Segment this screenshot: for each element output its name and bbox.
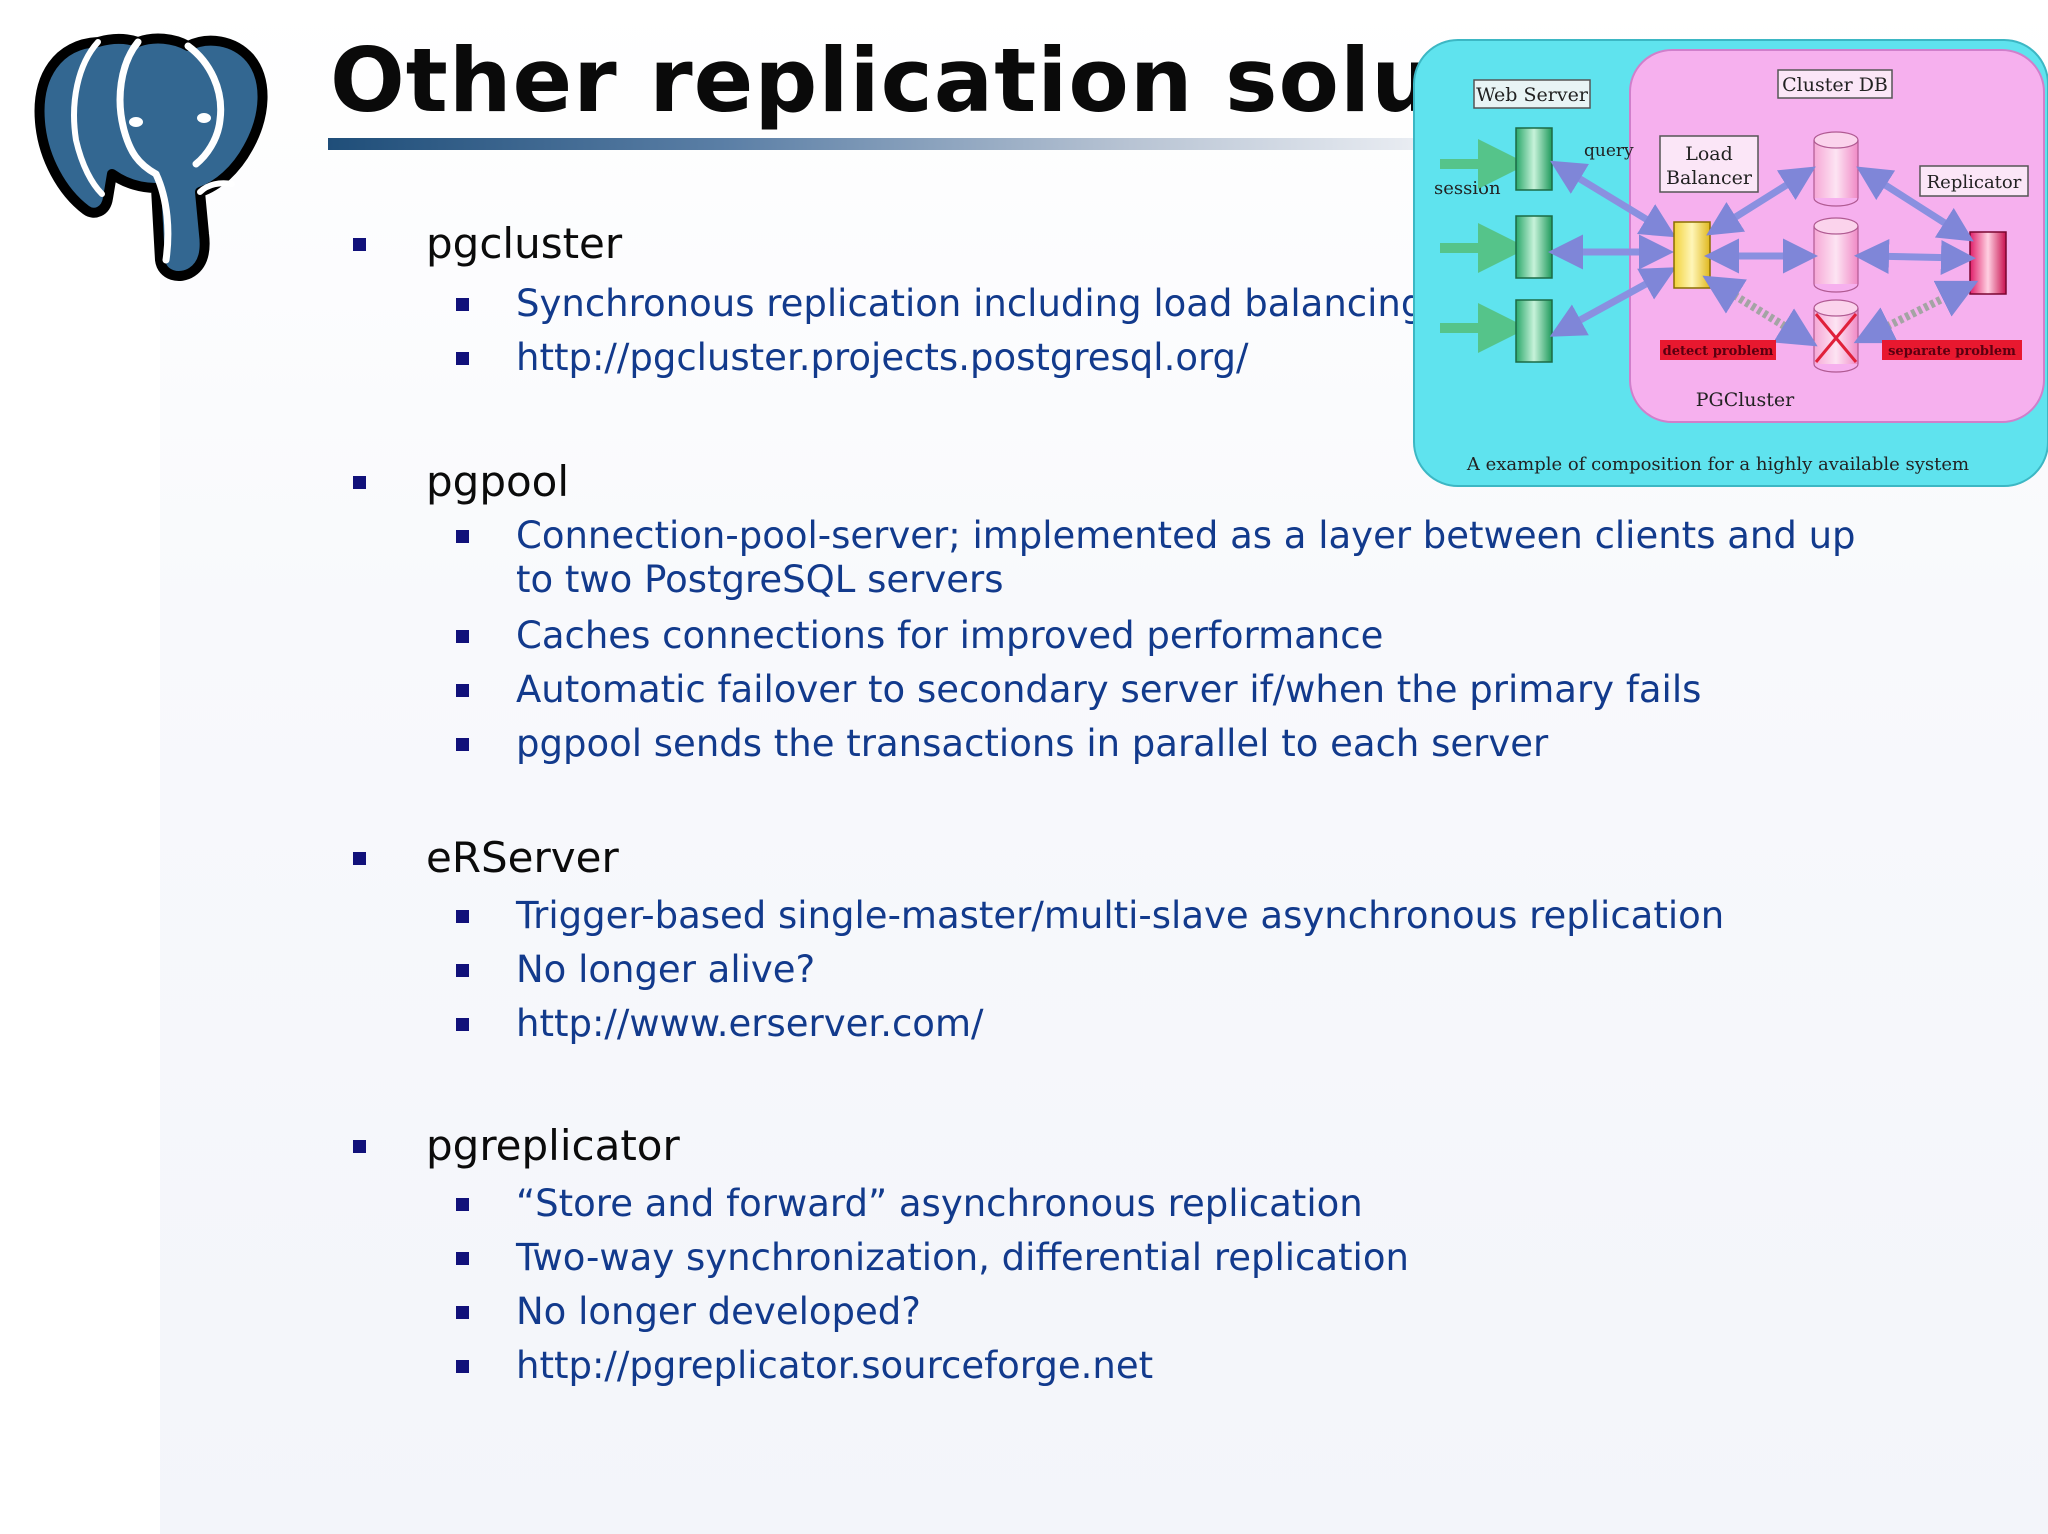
db-replicator-arrow-2 [1854, 238, 1976, 276]
session-label: session [1434, 178, 1501, 199]
square-bullet-icon [456, 738, 469, 751]
square-bullet-icon [456, 630, 469, 643]
item-text: Synchronous replication including load b… [516, 282, 1425, 325]
item-text: http://pgreplicator.sourceforge.net [516, 1344, 1154, 1387]
square-bullet-icon [456, 1198, 469, 1211]
list-item: “Store and forward” asynchronous replica… [456, 1182, 1363, 1226]
postgresql-elephant-logo [34, 33, 268, 281]
item-text: Connection-pool-server; implemented as a… [516, 514, 1856, 601]
cluster-db-label: Cluster DB [1782, 74, 1888, 96]
query-arrow-1 [1550, 160, 1676, 238]
list-item: Synchronous replication including load b… [456, 282, 1425, 326]
cluster-db-node-1 [1813, 131, 1859, 207]
pgcluster-label: PGCluster [1696, 389, 1795, 411]
heading-text: pgcluster [426, 219, 623, 268]
square-bullet-icon [353, 1140, 366, 1153]
square-bullet-icon [456, 1306, 469, 1319]
load-balancer-label-line2: Balancer [1666, 167, 1753, 189]
square-bullet-icon [456, 684, 469, 697]
item-text: http://www.erserver.com/ [516, 1002, 984, 1045]
cluster-db-label-box [1777, 69, 1893, 99]
detect-problem-badge [1660, 340, 1776, 360]
item-text: “Store and forward” asynchronous replica… [516, 1182, 1363, 1225]
list-item: No longer alive? [456, 948, 816, 992]
item-text: Automatic failover to secondary server i… [516, 668, 1702, 711]
load-balancer-label-line1: Load [1685, 143, 1733, 165]
cluster-db-node-2 [1813, 217, 1859, 293]
db-replicator-arrow-1 [1856, 166, 1974, 242]
section-heading-pgreplicator: pgreplicator [353, 1120, 680, 1172]
square-bullet-icon [456, 910, 469, 923]
square-bullet-icon [456, 1252, 469, 1265]
pgcluster-architecture-diagram: Web Server Cluster DB query session Load… [1413, 39, 2048, 487]
cluster-db-node-failed [1813, 299, 1859, 373]
list-item: No longer developed? [456, 1290, 921, 1334]
load-balancer-node [1673, 221, 1711, 289]
web-server-label-box [1473, 79, 1591, 109]
list-item: Automatic failover to secondary server i… [456, 668, 1702, 712]
section-heading-pgcluster: pgcluster [353, 218, 623, 270]
query-label: query [1584, 141, 1634, 161]
square-bullet-icon [353, 852, 366, 865]
diagram-caption: A example of composition for a highly av… [1466, 454, 1969, 475]
db-replicator-arrow-failed [1853, 280, 1979, 344]
square-bullet-icon [353, 238, 366, 251]
item-text: Trigger-based single-master/multi-slave … [516, 894, 1725, 937]
square-bullet-icon [456, 352, 469, 365]
square-bullet-icon [456, 964, 469, 977]
list-item: Caches connections for improved performa… [456, 614, 1384, 658]
web-server-node-2 [1515, 215, 1553, 279]
web-server-node-1 [1515, 127, 1553, 191]
square-bullet-icon [456, 298, 469, 311]
square-bullet-icon [456, 1360, 469, 1373]
item-text: http://pgcluster.projects.postgresql.org… [516, 336, 1249, 379]
section-heading-erserver: eRServer [353, 832, 619, 884]
item-text: Caches connections for improved performa… [516, 614, 1384, 657]
square-bullet-icon [456, 1018, 469, 1031]
lb-db-arrow-1 [1706, 166, 1816, 236]
web-server-node-3 [1515, 299, 1553, 363]
item-text: pgpool sends the transactions in paralle… [516, 722, 1549, 765]
heading-text: pgreplicator [426, 1121, 680, 1170]
replicator-node [1969, 231, 2007, 295]
square-bullet-icon [456, 530, 469, 543]
section-heading-pgpool: pgpool [353, 456, 570, 508]
separate-problem-badge [1882, 340, 2022, 360]
square-bullet-icon [353, 476, 366, 489]
pgcluster-link[interactable]: http://pgcluster.projects.postgresql.org… [456, 336, 1249, 380]
list-item: Trigger-based single-master/multi-slave … [456, 894, 1725, 938]
pgreplicator-link[interactable]: http://pgreplicator.sourceforge.net [456, 1344, 1154, 1388]
lb-db-arrow-failed [1702, 275, 1818, 347]
erserver-link[interactable]: http://www.erserver.com/ [456, 1002, 984, 1046]
replicator-label: Replicator [1927, 172, 2022, 193]
item-text: Two-way synchronization, differential re… [516, 1236, 1409, 1279]
separate-problem-label: separate problem [1888, 344, 2016, 359]
detect-problem-label: detect problem [1663, 344, 1774, 359]
title-underline [328, 138, 1468, 150]
list-item: Two-way synchronization, differential re… [456, 1236, 1409, 1280]
item-text: No longer alive? [516, 948, 816, 991]
query-arrow-3 [1549, 267, 1677, 337]
web-server-label: Web Server [1476, 84, 1589, 106]
list-item: pgpool sends the transactions in paralle… [456, 722, 1549, 766]
heading-text: eRServer [426, 833, 619, 882]
item-text: No longer developed? [516, 1290, 921, 1333]
heading-text: pgpool [426, 457, 570, 506]
list-item: Connection-pool-server; implemented as a… [456, 514, 1886, 602]
